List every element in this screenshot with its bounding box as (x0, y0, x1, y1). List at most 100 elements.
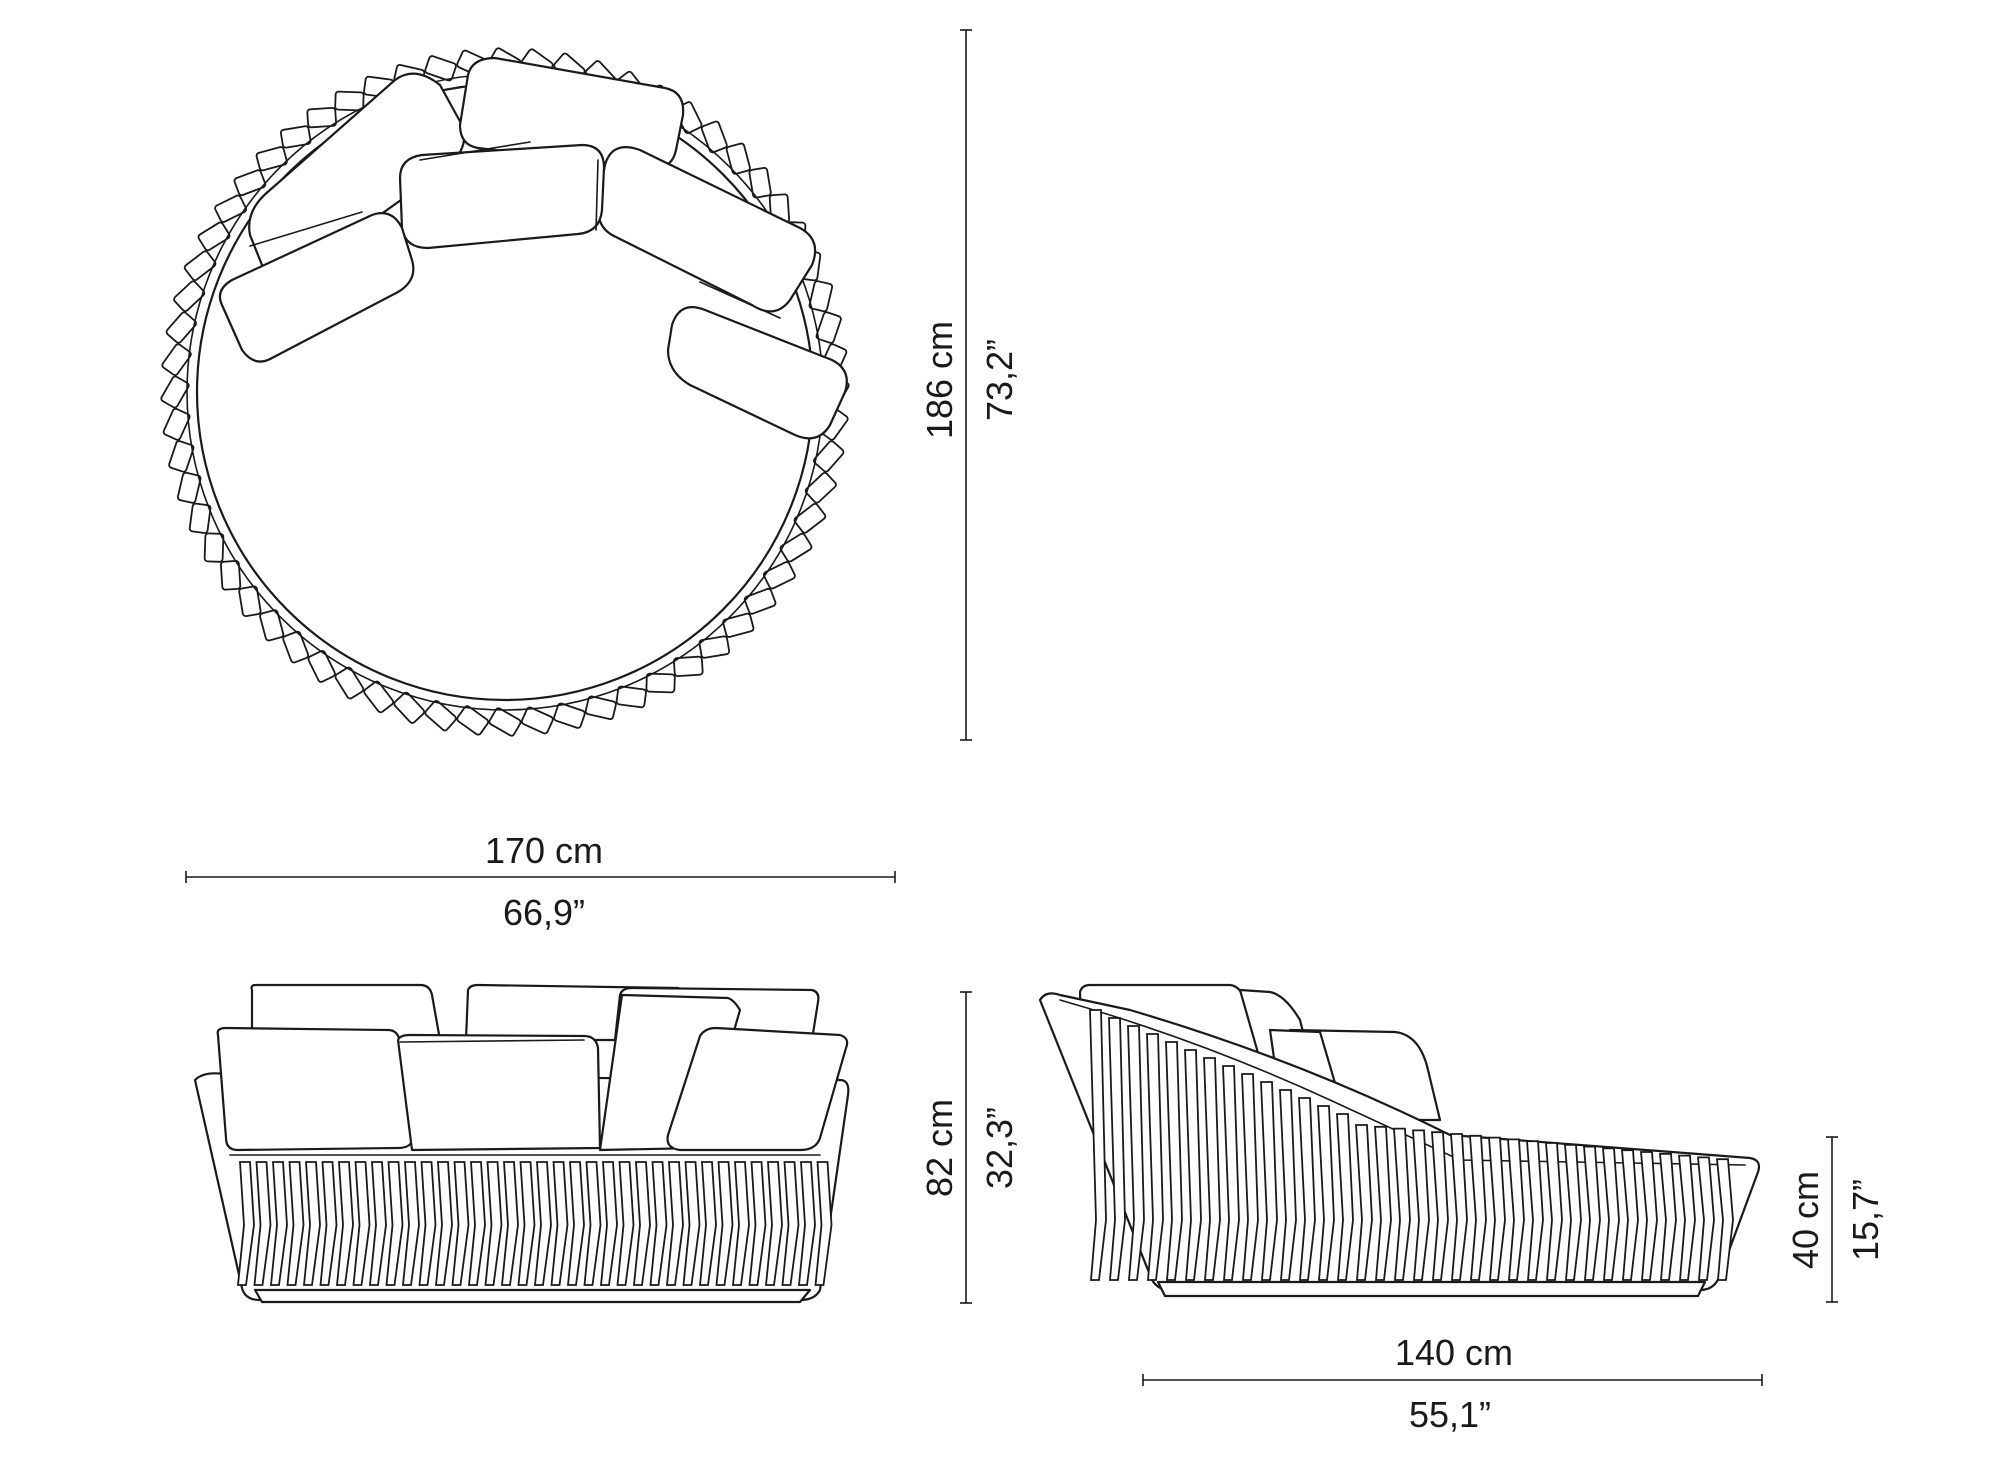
weave-strand (1678, 1154, 1696, 1281)
rim-link (168, 440, 195, 473)
weave-strand (1716, 1158, 1734, 1281)
weave-strand (1146, 1033, 1164, 1281)
weave-strand (319, 1161, 338, 1286)
weave-strand (666, 1161, 684, 1286)
rim-link (815, 311, 842, 344)
rim-link (488, 707, 522, 737)
rim-link (393, 691, 425, 724)
rim-link (162, 407, 191, 441)
top-height-in-label: 73,2” (979, 339, 1020, 421)
weave-strand (468, 1161, 486, 1286)
rim-link (520, 706, 554, 735)
rim-link (161, 343, 192, 377)
cushion-back-right (596, 146, 817, 313)
weave-strand (385, 1161, 404, 1286)
weave-strand (1564, 1143, 1582, 1281)
rim-link (307, 649, 336, 683)
rim-link (363, 680, 395, 714)
seat-height-in-label: 15,7” (1845, 1179, 1886, 1261)
weave-strand (567, 1161, 585, 1286)
front-view (193, 983, 850, 1304)
weave-strand (336, 1161, 354, 1286)
weave-strand (1355, 1124, 1373, 1281)
weave-strand (633, 1161, 651, 1286)
rim-link (220, 560, 242, 591)
front-weave (237, 1161, 833, 1286)
rim-link (424, 55, 457, 82)
rim-link (282, 630, 310, 664)
weave-strand (1108, 1017, 1126, 1281)
rim-link (725, 142, 751, 175)
weave-strand (699, 1161, 717, 1286)
seat-height-cm-label: 40 cm (1785, 1171, 1826, 1269)
weave-strand (369, 1161, 387, 1286)
rim-link (584, 695, 617, 721)
weave-strand (517, 1161, 536, 1286)
rim-link (813, 440, 845, 473)
top-height-cm-label: 186 cm (919, 321, 960, 439)
weave-strand (550, 1161, 569, 1286)
front-height-dimension: 82 cm 32,3” (919, 991, 1020, 1304)
rim-link (779, 532, 813, 563)
top-view (160, 47, 850, 737)
rim-link (203, 532, 225, 563)
rim-link (173, 280, 206, 312)
front-cushion-center (396, 1033, 602, 1152)
weave-strand (1374, 1125, 1392, 1281)
rim-link (793, 502, 827, 534)
weave-strand (1184, 1049, 1202, 1281)
depth-cm-label: 140 cm (1395, 1332, 1513, 1373)
side-base (1156, 1280, 1707, 1298)
front-cushion-right (666, 1026, 849, 1152)
weave-strand (1640, 1151, 1658, 1281)
weave-strand (814, 1161, 833, 1286)
side-view (1038, 983, 1761, 1298)
rim-link (238, 585, 262, 618)
weave-strand (1431, 1131, 1449, 1281)
rim-link (645, 672, 676, 694)
rim-link (165, 311, 197, 344)
weave-strand (1621, 1149, 1639, 1281)
weave-strand (451, 1161, 470, 1286)
weave-strand (732, 1161, 750, 1286)
cushion-front-center (398, 141, 606, 250)
weave-strand (303, 1161, 321, 1286)
weave-strand (402, 1161, 420, 1286)
front-back-cushion-left (250, 983, 442, 1042)
weave-strand (1393, 1127, 1411, 1281)
rim-link (334, 90, 365, 112)
weave-strand (1507, 1138, 1525, 1281)
rim-link (183, 250, 217, 282)
weave-strand (682, 1161, 701, 1286)
cushion-front-left (218, 211, 415, 363)
rim-link (748, 166, 772, 199)
cushion-back-center (458, 56, 685, 170)
woven-rim (160, 47, 850, 737)
weave-strand (418, 1161, 437, 1286)
rim-link (306, 107, 337, 129)
cushion-front-right (666, 306, 848, 440)
weave-strand (1222, 1065, 1240, 1281)
weave-strand (1469, 1134, 1487, 1281)
weave-strand (715, 1161, 734, 1286)
weave-strand (798, 1161, 816, 1286)
rim-link (743, 587, 777, 615)
weave-strand (253, 1161, 272, 1286)
width-in-label: 66,9” (503, 892, 585, 933)
weave-strand (600, 1161, 618, 1286)
rim-link (255, 146, 288, 172)
rim-link (762, 561, 796, 590)
rim-link (456, 705, 490, 736)
weave-strand (1127, 1025, 1145, 1281)
rim-link (259, 609, 285, 642)
weave-strand (1203, 1057, 1221, 1281)
weave-strand (1412, 1129, 1430, 1281)
weave-strand (1317, 1105, 1335, 1281)
rim-link (804, 472, 837, 504)
front-base (253, 1288, 812, 1304)
width-dimension: 170 cm 66,9” (185, 830, 896, 933)
top-height-dimension: 186 cm 73,2” (919, 29, 1020, 741)
rim-link (698, 635, 731, 659)
